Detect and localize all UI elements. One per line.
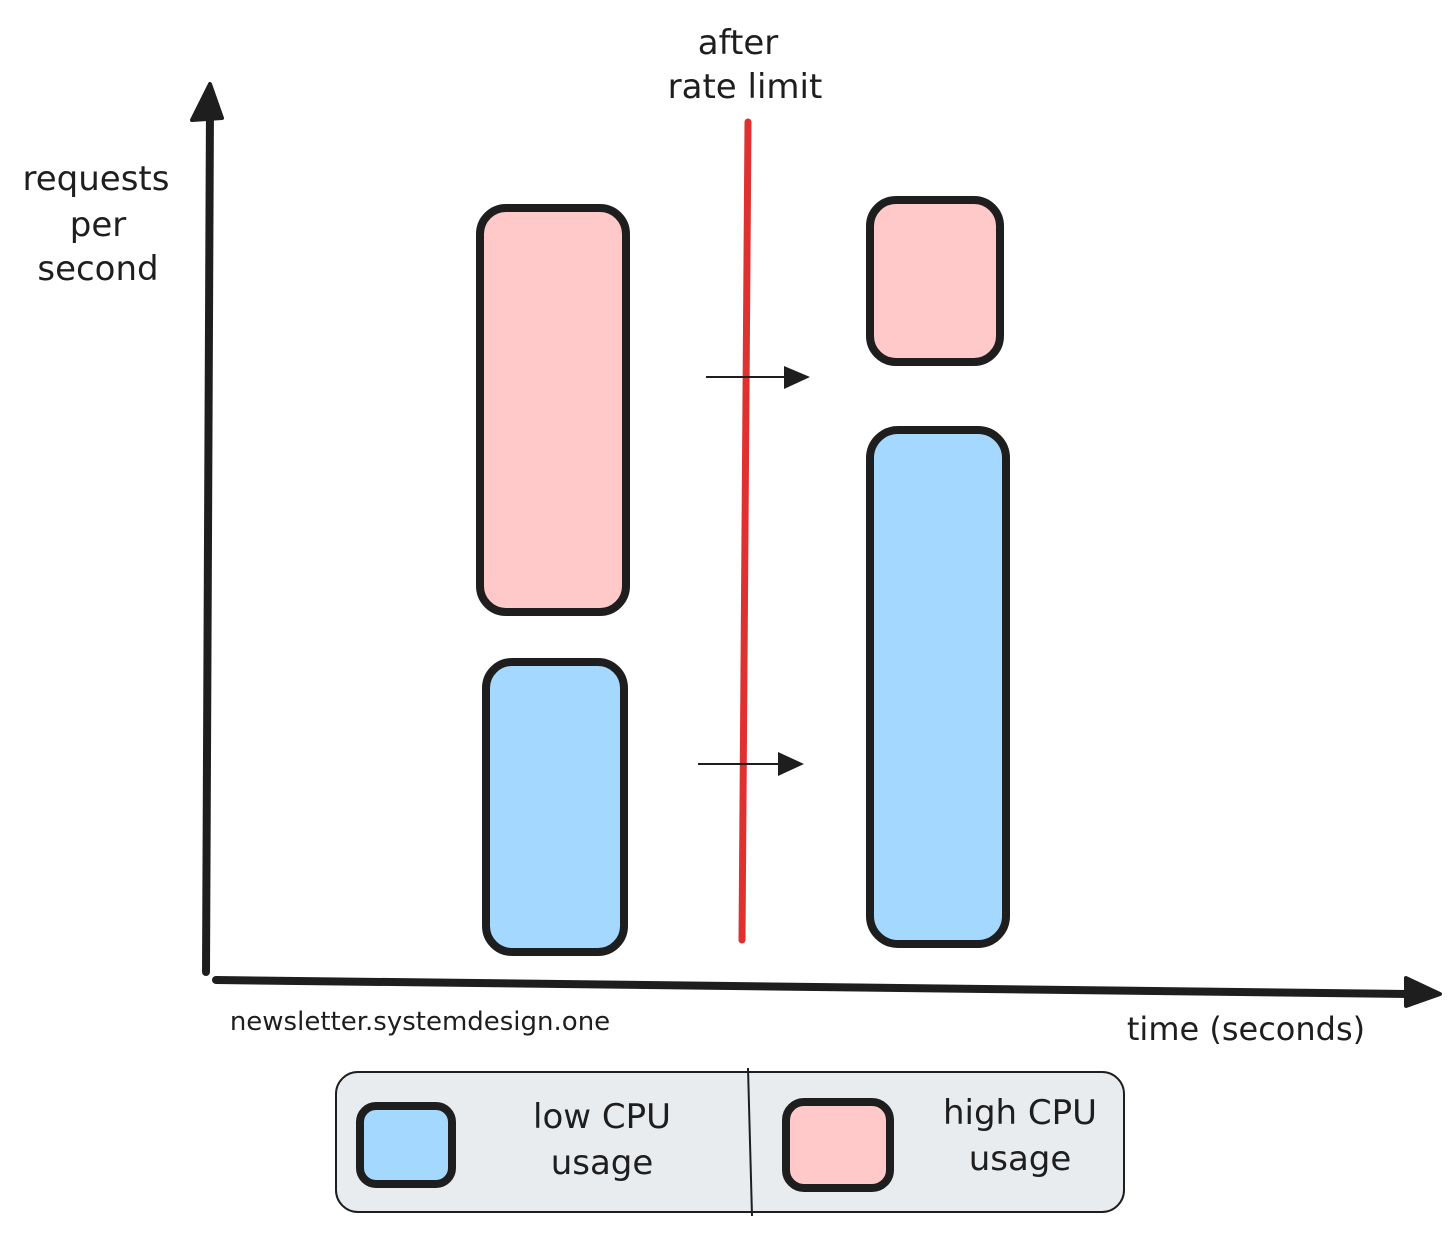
x-axis-arrowhead-icon: [1404, 976, 1442, 1008]
legend-label-high-cpu-line-2: usage: [969, 1139, 1072, 1179]
legend-swatch-high-cpu: [782, 1098, 894, 1192]
legend-label-high-cpu-line-1: high CPU: [943, 1093, 1097, 1133]
annotation-line-2: rate limit: [668, 67, 823, 107]
after-low-cpu-block: [866, 426, 1010, 948]
legend-item-low-cpu: low CPU usage: [356, 1097, 671, 1188]
y-axis-arrowhead-icon: [190, 82, 224, 122]
arrow-right-icon: [784, 366, 810, 389]
y-axis: [190, 82, 224, 976]
annotation-line-1: after: [698, 23, 778, 63]
legend-item-high-cpu: high CPU usage: [782, 1093, 1097, 1192]
legend-box: [335, 1071, 1125, 1213]
x-axis-label: time (seconds): [1127, 1010, 1365, 1048]
legend-label-low-cpu-line-2: usage: [551, 1143, 654, 1183]
legend-label-low-cpu-line-1: low CPU: [533, 1097, 671, 1137]
legend: low CPU usage high CPU usage: [335, 1067, 1125, 1217]
rate-limit-line: [738, 118, 752, 944]
transition-arrow-bottom: [698, 752, 804, 776]
legend-swatch-low-cpu: [356, 1102, 456, 1188]
watermark-text: newsletter.systemdesign.one: [230, 1007, 610, 1037]
y-axis-label-line-2: per: [70, 205, 127, 245]
y-axis-label: requests per second: [23, 159, 170, 289]
after-high-cpu-block: [866, 196, 1004, 366]
legend-divider: [747, 1067, 753, 1217]
before-high-cpu-block: [476, 204, 630, 616]
x-axis: [212, 976, 1442, 1008]
y-axis-label-line-3: second: [37, 249, 158, 289]
before-low-cpu-block: [482, 658, 628, 956]
y-axis-label-line-1: requests: [23, 159, 170, 199]
transition-arrow-top: [706, 366, 810, 389]
arrow-right-icon: [778, 752, 804, 776]
rate-limit-annotation: after rate limit: [668, 23, 823, 107]
